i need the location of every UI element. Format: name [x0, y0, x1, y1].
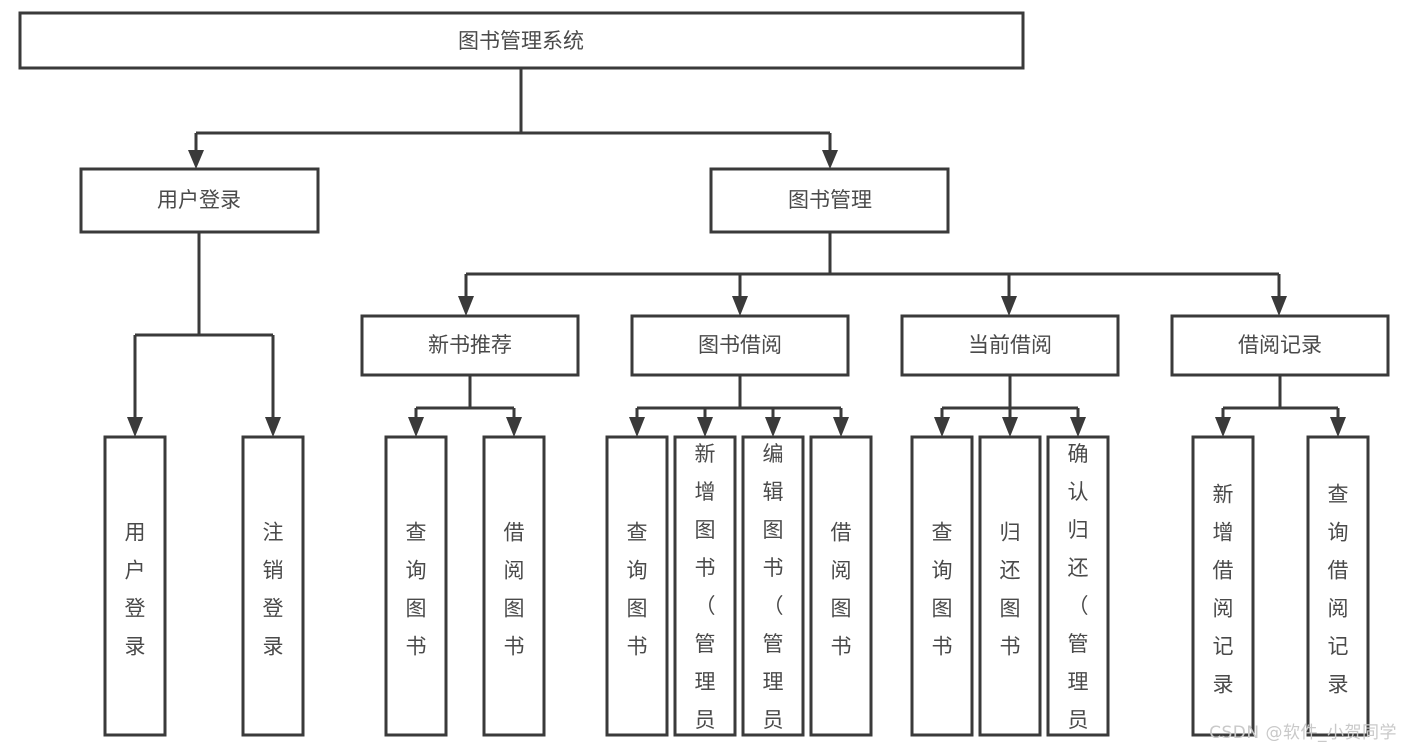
arrow-head-leaf-user-logout	[265, 417, 281, 437]
leaf-node-edit-book[interactable]: 编辑图书（管理员）	[741, 435, 805, 747]
arrow-head-user-login	[188, 150, 204, 169]
leaf-node-user-logout-label: 注销登录	[263, 521, 284, 659]
leaf-node-add-record-label: 新增借阅记录	[1213, 483, 1234, 697]
node-user-login[interactable]: 用户登录	[79, 167, 320, 234]
leaf-node-query-book-3-label: 查询图书	[932, 521, 953, 659]
arrow-head-leaf-confirm-return	[1070, 417, 1086, 437]
leaf-node-confirm-return-label: 确认归还（管理员）	[1068, 442, 1089, 747]
arrow-head-leaf-add-book	[697, 417, 713, 437]
connectors-book-borrow-to-leaves	[629, 375, 849, 437]
leaf-node-return-book-label: 归还图书	[1000, 521, 1021, 659]
arrow-head-book-borrow	[732, 296, 748, 316]
leaf-node-borrow-book-1[interactable]: 借阅图书	[482, 435, 546, 737]
arrow-head-leaf-return-book	[1002, 417, 1018, 437]
connectors-new-book-recommend-to-leaves	[408, 375, 522, 437]
leaf-node-borrow-book-1-label: 借阅图书	[504, 521, 525, 659]
leaf-node-add-record[interactable]: 新增借阅记录	[1191, 435, 1255, 737]
arrow-head-borrow-record	[1271, 296, 1287, 316]
arrow-head-current-borrow	[1001, 296, 1017, 316]
node-borrow-record-label: 借阅记录	[1238, 333, 1322, 357]
arrow-head-leaf-query-book-3	[934, 417, 950, 437]
csdn-watermark: CSDN @软件_小贺同学	[1209, 723, 1397, 743]
leaf-node-query-book-2-label: 查询图书	[627, 521, 648, 659]
node-borrow-record[interactable]: 借阅记录	[1170, 314, 1390, 377]
connectors-root-to-level2	[188, 68, 838, 169]
leaf-node-user-login-label: 用户登录	[125, 521, 146, 659]
leaf-node-return-book[interactable]: 归还图书	[978, 435, 1042, 737]
node-book-borrow[interactable]: 图书借阅	[630, 314, 850, 377]
leaf-node-query-book-1[interactable]: 查询图书	[384, 435, 448, 737]
arrow-head-book-management	[822, 150, 838, 169]
node-book-borrow-label: 图书借阅	[698, 333, 782, 357]
leaf-node-borrow-book-2[interactable]: 借阅图书	[809, 435, 873, 737]
arrow-head-leaf-query-book-1	[408, 417, 424, 437]
arrow-head-leaf-borrow-book-1	[506, 417, 522, 437]
leaf-node-query-record[interactable]: 查询借阅记录	[1306, 435, 1370, 737]
leaf-node-borrow-book-2-label: 借阅图书	[831, 521, 852, 659]
arrow-head-leaf-query-book-2	[629, 417, 645, 437]
leaf-node-query-record-label: 查询借阅记录	[1328, 483, 1349, 697]
arrow-head-leaf-borrow-book-2	[833, 417, 849, 437]
node-root-label: 图书管理系统	[458, 29, 584, 53]
connectors-current-borrow-to-leaves	[934, 375, 1086, 437]
node-current-borrow-label: 当前借阅	[968, 333, 1052, 357]
leaf-node-confirm-return[interactable]: 确认归还（管理员）	[1046, 435, 1110, 747]
node-current-borrow[interactable]: 当前借阅	[900, 314, 1120, 377]
arrow-head-leaf-edit-book	[765, 417, 781, 437]
leaf-node-user-logout[interactable]: 注销登录	[241, 435, 305, 737]
leaf-node-edit-book-label: 编辑图书（管理员）	[763, 442, 784, 747]
connectors-user-login-to-leaves	[127, 232, 281, 437]
leaf-node-query-book-1-label: 查询图书	[406, 521, 427, 659]
node-root[interactable]: 图书管理系统	[18, 11, 1025, 70]
leaf-node-query-book-3[interactable]: 查询图书	[910, 435, 974, 737]
leaf-node-add-book[interactable]: 新增图书（管理员）	[673, 435, 737, 747]
arrow-head-new-book-recommend	[458, 296, 474, 316]
leaf-node-user-login[interactable]: 用户登录	[103, 435, 167, 737]
arrow-head-leaf-user-login	[127, 417, 143, 437]
connectors-borrow-record-to-leaves	[1215, 375, 1346, 437]
connectors-book-management-to-level3	[458, 232, 1287, 316]
node-new-book-recommend[interactable]: 新书推荐	[360, 314, 580, 377]
arrow-head-leaf-query-record	[1330, 417, 1346, 437]
arrow-head-leaf-add-record	[1215, 417, 1231, 437]
leaf-node-add-book-label: 新增图书（管理员）	[695, 442, 716, 747]
node-user-login-label: 用户登录	[157, 188, 241, 212]
leaf-node-query-book-2[interactable]: 查询图书	[605, 435, 669, 737]
node-book-management-label: 图书管理	[788, 188, 872, 212]
node-new-book-recommend-label: 新书推荐	[428, 333, 512, 357]
node-book-management[interactable]: 图书管理	[709, 167, 950, 234]
